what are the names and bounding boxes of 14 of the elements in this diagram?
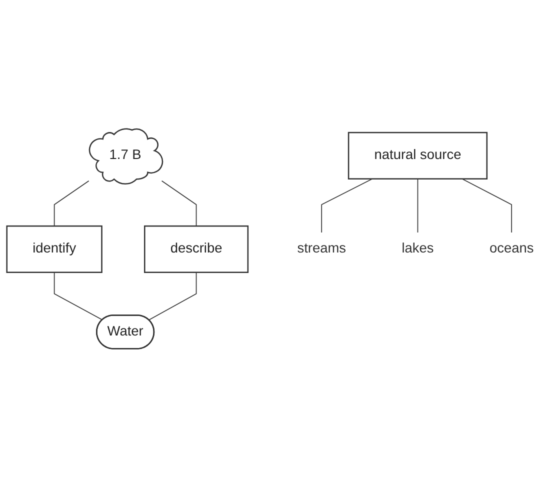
node-box [348, 132, 488, 180]
node-text: lakes [402, 241, 434, 256]
node-box [6, 225, 102, 273]
connector [148, 272, 197, 320]
node-text: streams [297, 241, 346, 256]
connector [462, 178, 512, 233]
concept-map: 1.7 B identify describe Water natural source streams lakes oceans [0, 122, 547, 356]
node-text: oceans [489, 241, 534, 256]
connector [417, 178, 418, 233]
connector [321, 178, 373, 233]
connector [54, 180, 90, 226]
node-box [144, 225, 249, 273]
connector [161, 180, 197, 226]
connector [54, 272, 104, 320]
